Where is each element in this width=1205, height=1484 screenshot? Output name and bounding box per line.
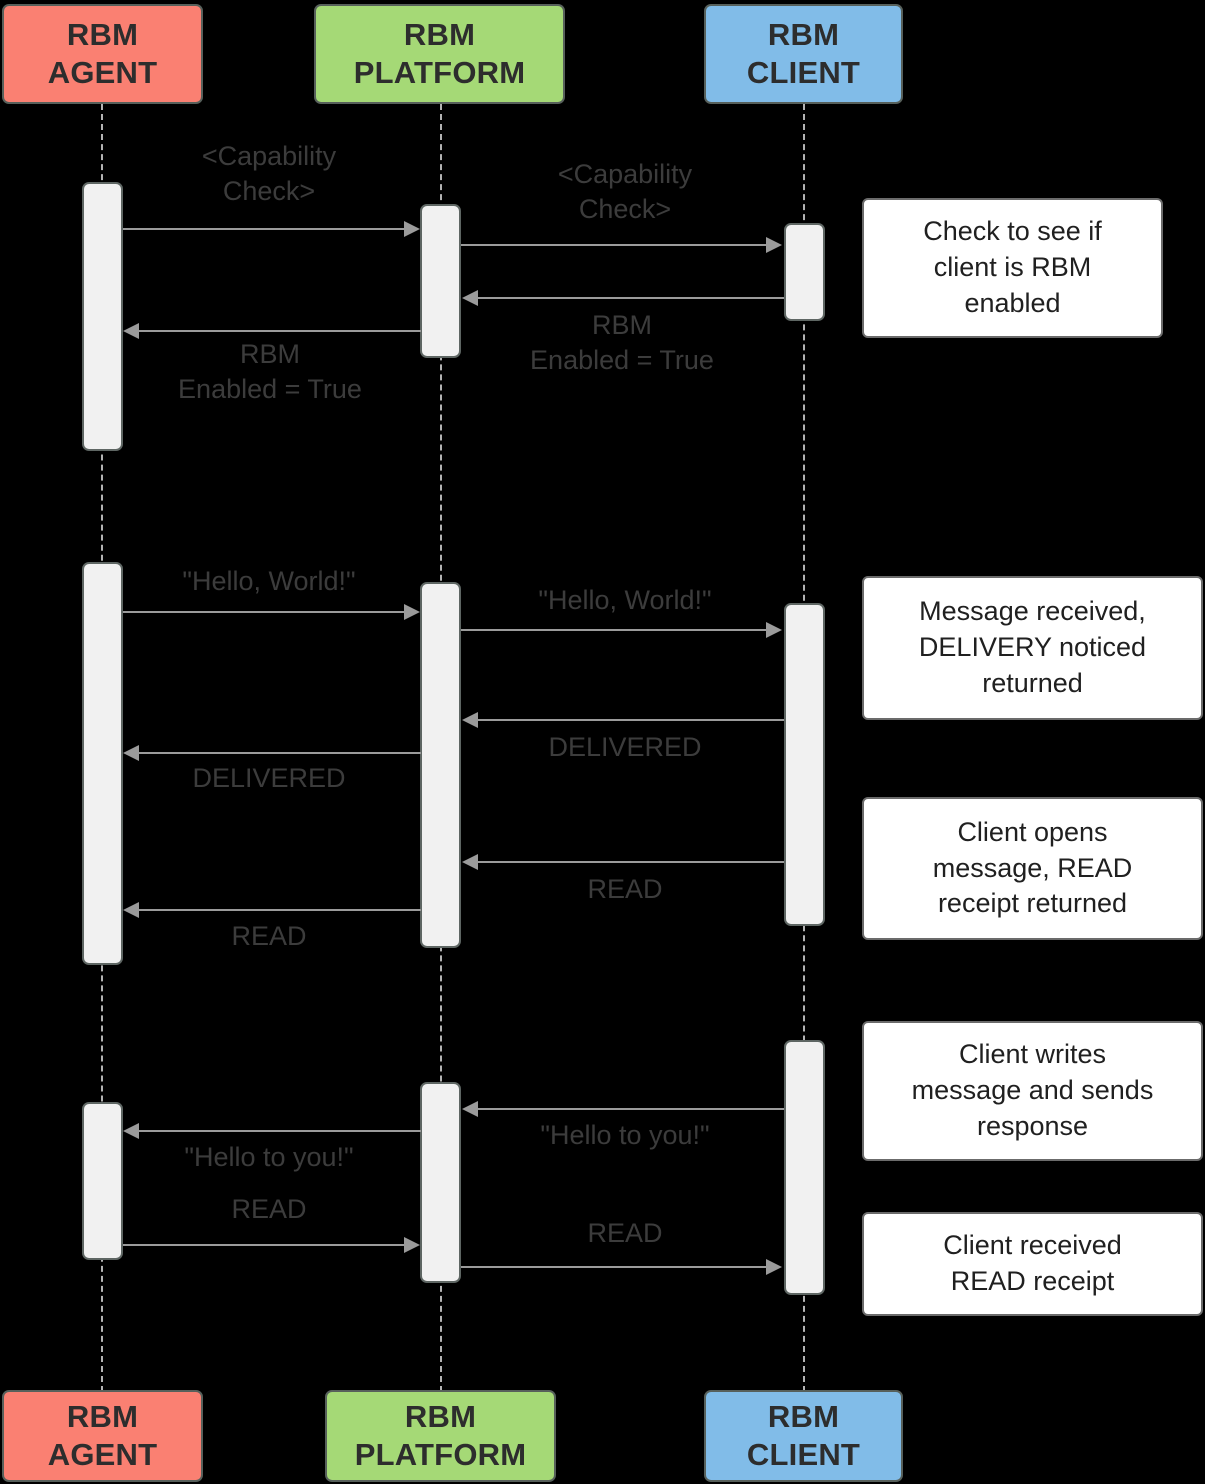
- actor-footer-agent[interactable]: RBM AGENT: [2, 1390, 203, 1482]
- actor-footer-agent-line1: RBM: [66, 1399, 139, 1435]
- message-label-m3: RBM Enabled = True: [530, 310, 714, 375]
- message-label-m4: RBM Enabled = True: [178, 339, 362, 404]
- activation-client-2: [784, 603, 825, 926]
- message-label-m7: DELIVERED: [548, 732, 702, 762]
- arrowhead-m12: [123, 1123, 139, 1139]
- message-label-m10: READ: [231, 921, 307, 951]
- actor-header-platform-line1: RBM: [403, 17, 476, 53]
- actor-footer-platform[interactable]: RBM PLATFORM: [325, 1390, 556, 1482]
- message-line-m11: [478, 1108, 784, 1110]
- message-label-m12: "Hello to you!": [184, 1142, 354, 1172]
- activation-agent-2: [82, 562, 123, 965]
- arrowhead-m2: [766, 237, 782, 253]
- arrowhead-m14: [766, 1259, 782, 1275]
- arrowhead-m7: [462, 712, 478, 728]
- actor-header-client-line2: CLIENT: [746, 55, 861, 90]
- actor-header-agent-line1: RBM: [66, 17, 139, 53]
- activation-platform-2: [420, 582, 461, 948]
- arrowhead-m8: [123, 745, 139, 761]
- message-label-m11: "Hello to you!": [540, 1120, 710, 1150]
- arrowhead-m6: [766, 622, 782, 638]
- activation-platform-1: [420, 204, 461, 358]
- message-label-m8: DELIVERED: [192, 763, 346, 793]
- arrowhead-m11: [462, 1101, 478, 1117]
- message-label-m6: "Hello, World!": [538, 585, 712, 615]
- arrowhead-m9: [462, 854, 478, 870]
- actor-header-platform-line2: PLATFORM: [353, 55, 526, 90]
- actor-footer-client-line1: RBM: [767, 1399, 840, 1435]
- message-label-m1: <Capability Check>: [201, 141, 337, 206]
- actor-header-client-line1: RBM: [767, 17, 840, 53]
- arrowhead-m4: [123, 323, 139, 339]
- note-client-writes-message: Client writes message and sends response: [862, 1021, 1203, 1161]
- message-label-m5: "Hello, World!": [182, 566, 356, 596]
- actor-footer-agent-line2: AGENT: [47, 1437, 158, 1472]
- message-line-m5: [123, 611, 404, 613]
- message-line-m9: [478, 861, 784, 863]
- arrowhead-m3: [462, 290, 478, 306]
- message-line-m14: [461, 1266, 766, 1268]
- note-message-received: Message received, DELIVERY noticed retur…: [862, 576, 1203, 720]
- activation-agent-3: [82, 1102, 123, 1260]
- note-client-opens-message: Client opens message, READ receipt retur…: [862, 797, 1203, 940]
- actor-footer-platform-line1: RBM: [404, 1399, 477, 1435]
- message-label-m14: READ: [587, 1218, 663, 1248]
- activation-client-3: [784, 1040, 825, 1295]
- activation-platform-3: [420, 1082, 461, 1283]
- message-line-m12: [139, 1130, 421, 1132]
- message-line-m8: [139, 752, 421, 754]
- message-line-m6: [461, 629, 766, 631]
- arrowhead-m13: [404, 1237, 420, 1253]
- message-line-m3: [478, 297, 784, 299]
- message-line-m13: [123, 1244, 404, 1246]
- actor-footer-platform-line2: PLATFORM: [354, 1437, 527, 1472]
- actor-header-agent-line2: AGENT: [47, 55, 158, 90]
- message-line-m2: [461, 244, 766, 246]
- message-line-m10: [139, 909, 421, 911]
- actor-header-client[interactable]: RBM CLIENT: [704, 4, 903, 104]
- message-line-m7: [478, 719, 784, 721]
- activation-agent-1: [82, 182, 123, 451]
- activation-client-1: [784, 223, 825, 321]
- actor-footer-client[interactable]: RBM CLIENT: [704, 1390, 903, 1482]
- actor-footer-client-line2: CLIENT: [746, 1437, 861, 1472]
- message-label-m2: <Capability Check>: [557, 159, 693, 224]
- actor-header-agent[interactable]: RBM AGENT: [2, 4, 203, 104]
- note-capability-check: Check to see if client is RBM enabled: [862, 198, 1163, 338]
- actor-header-platform[interactable]: RBM PLATFORM: [314, 4, 565, 104]
- note-client-received-read: Client received READ receipt: [862, 1212, 1203, 1316]
- arrowhead-m1: [404, 221, 420, 237]
- message-label-m9: READ: [587, 874, 663, 904]
- message-line-m1: [123, 228, 404, 230]
- message-label-m13: READ: [231, 1194, 307, 1224]
- message-line-m4: [139, 330, 421, 332]
- arrowhead-m5: [404, 604, 420, 620]
- arrowhead-m10: [123, 902, 139, 918]
